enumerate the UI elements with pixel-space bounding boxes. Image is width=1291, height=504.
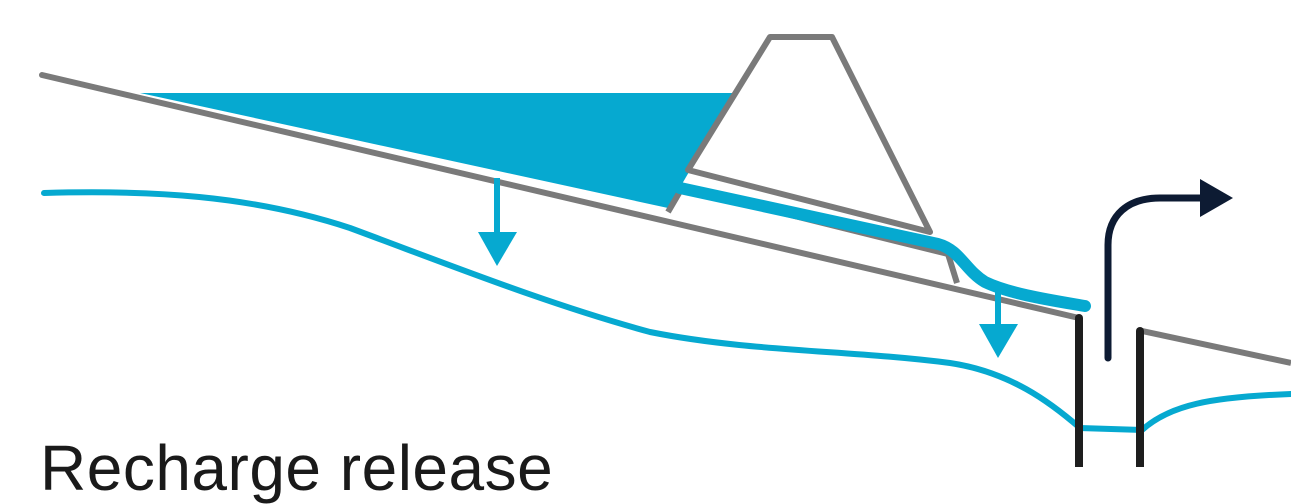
- recharge-arrow-reservoir: [478, 178, 517, 266]
- recharge-release-diagram: [0, 0, 1291, 467]
- pumped-water-arrow: [1108, 179, 1233, 358]
- reservoir-water: [140, 93, 735, 208]
- caption-title: Recharge release: [40, 436, 553, 500]
- ground-surface-right: [1142, 331, 1291, 363]
- water-table: [44, 192, 1291, 430]
